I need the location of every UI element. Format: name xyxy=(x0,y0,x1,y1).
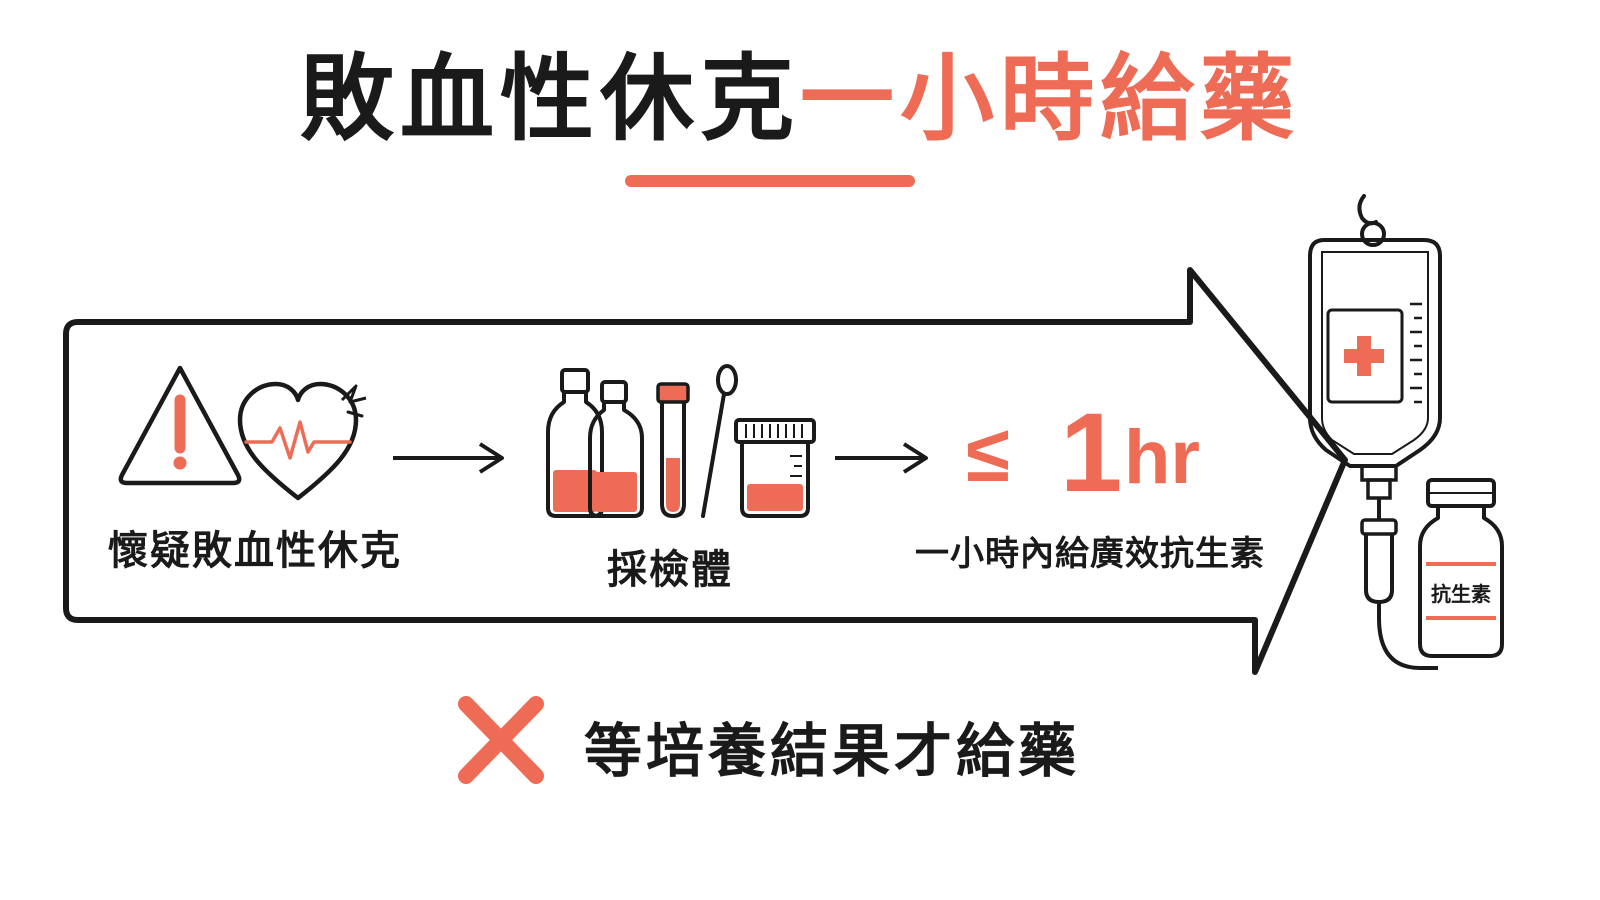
test-tube-icon xyxy=(656,382,690,519)
step-arrow-2 xyxy=(835,442,928,474)
step-arrow-1 xyxy=(393,442,504,474)
culture-bottle-icon xyxy=(546,368,604,518)
step-label-2: 採檢體 xyxy=(607,547,733,593)
warning-icon xyxy=(118,365,242,486)
heartbeat-icon xyxy=(237,381,367,501)
time-limit-value: 1 xyxy=(1060,390,1123,515)
title-part-1: 敗血性休克 xyxy=(299,45,800,154)
page-title: 敗血性休克一小時給藥 xyxy=(0,48,1600,151)
swab-icon xyxy=(701,364,738,518)
cross-mark-icon xyxy=(458,696,544,784)
vial-label: 抗生素 xyxy=(1431,582,1491,606)
big-flow-arrow xyxy=(63,267,1348,675)
title-part-2: 一小時給藥 xyxy=(800,45,1301,154)
title-underline xyxy=(625,175,915,187)
iv-bag-icon xyxy=(1308,194,1442,670)
culture-bottle-icon-2 xyxy=(588,380,644,518)
time-limit-unit: hr xyxy=(1124,415,1200,500)
time-limit-symbol: ≤ xyxy=(966,409,1010,498)
specimen-cup-icon xyxy=(734,418,816,518)
warning-note: 等培養結果才給藥 xyxy=(584,717,1081,785)
antibiotic-vial-icon xyxy=(1418,478,1504,658)
step-label-1: 懷疑敗血性休克 xyxy=(108,528,402,574)
step-label-3: 一小時內給廣效抗生素 xyxy=(915,534,1265,574)
